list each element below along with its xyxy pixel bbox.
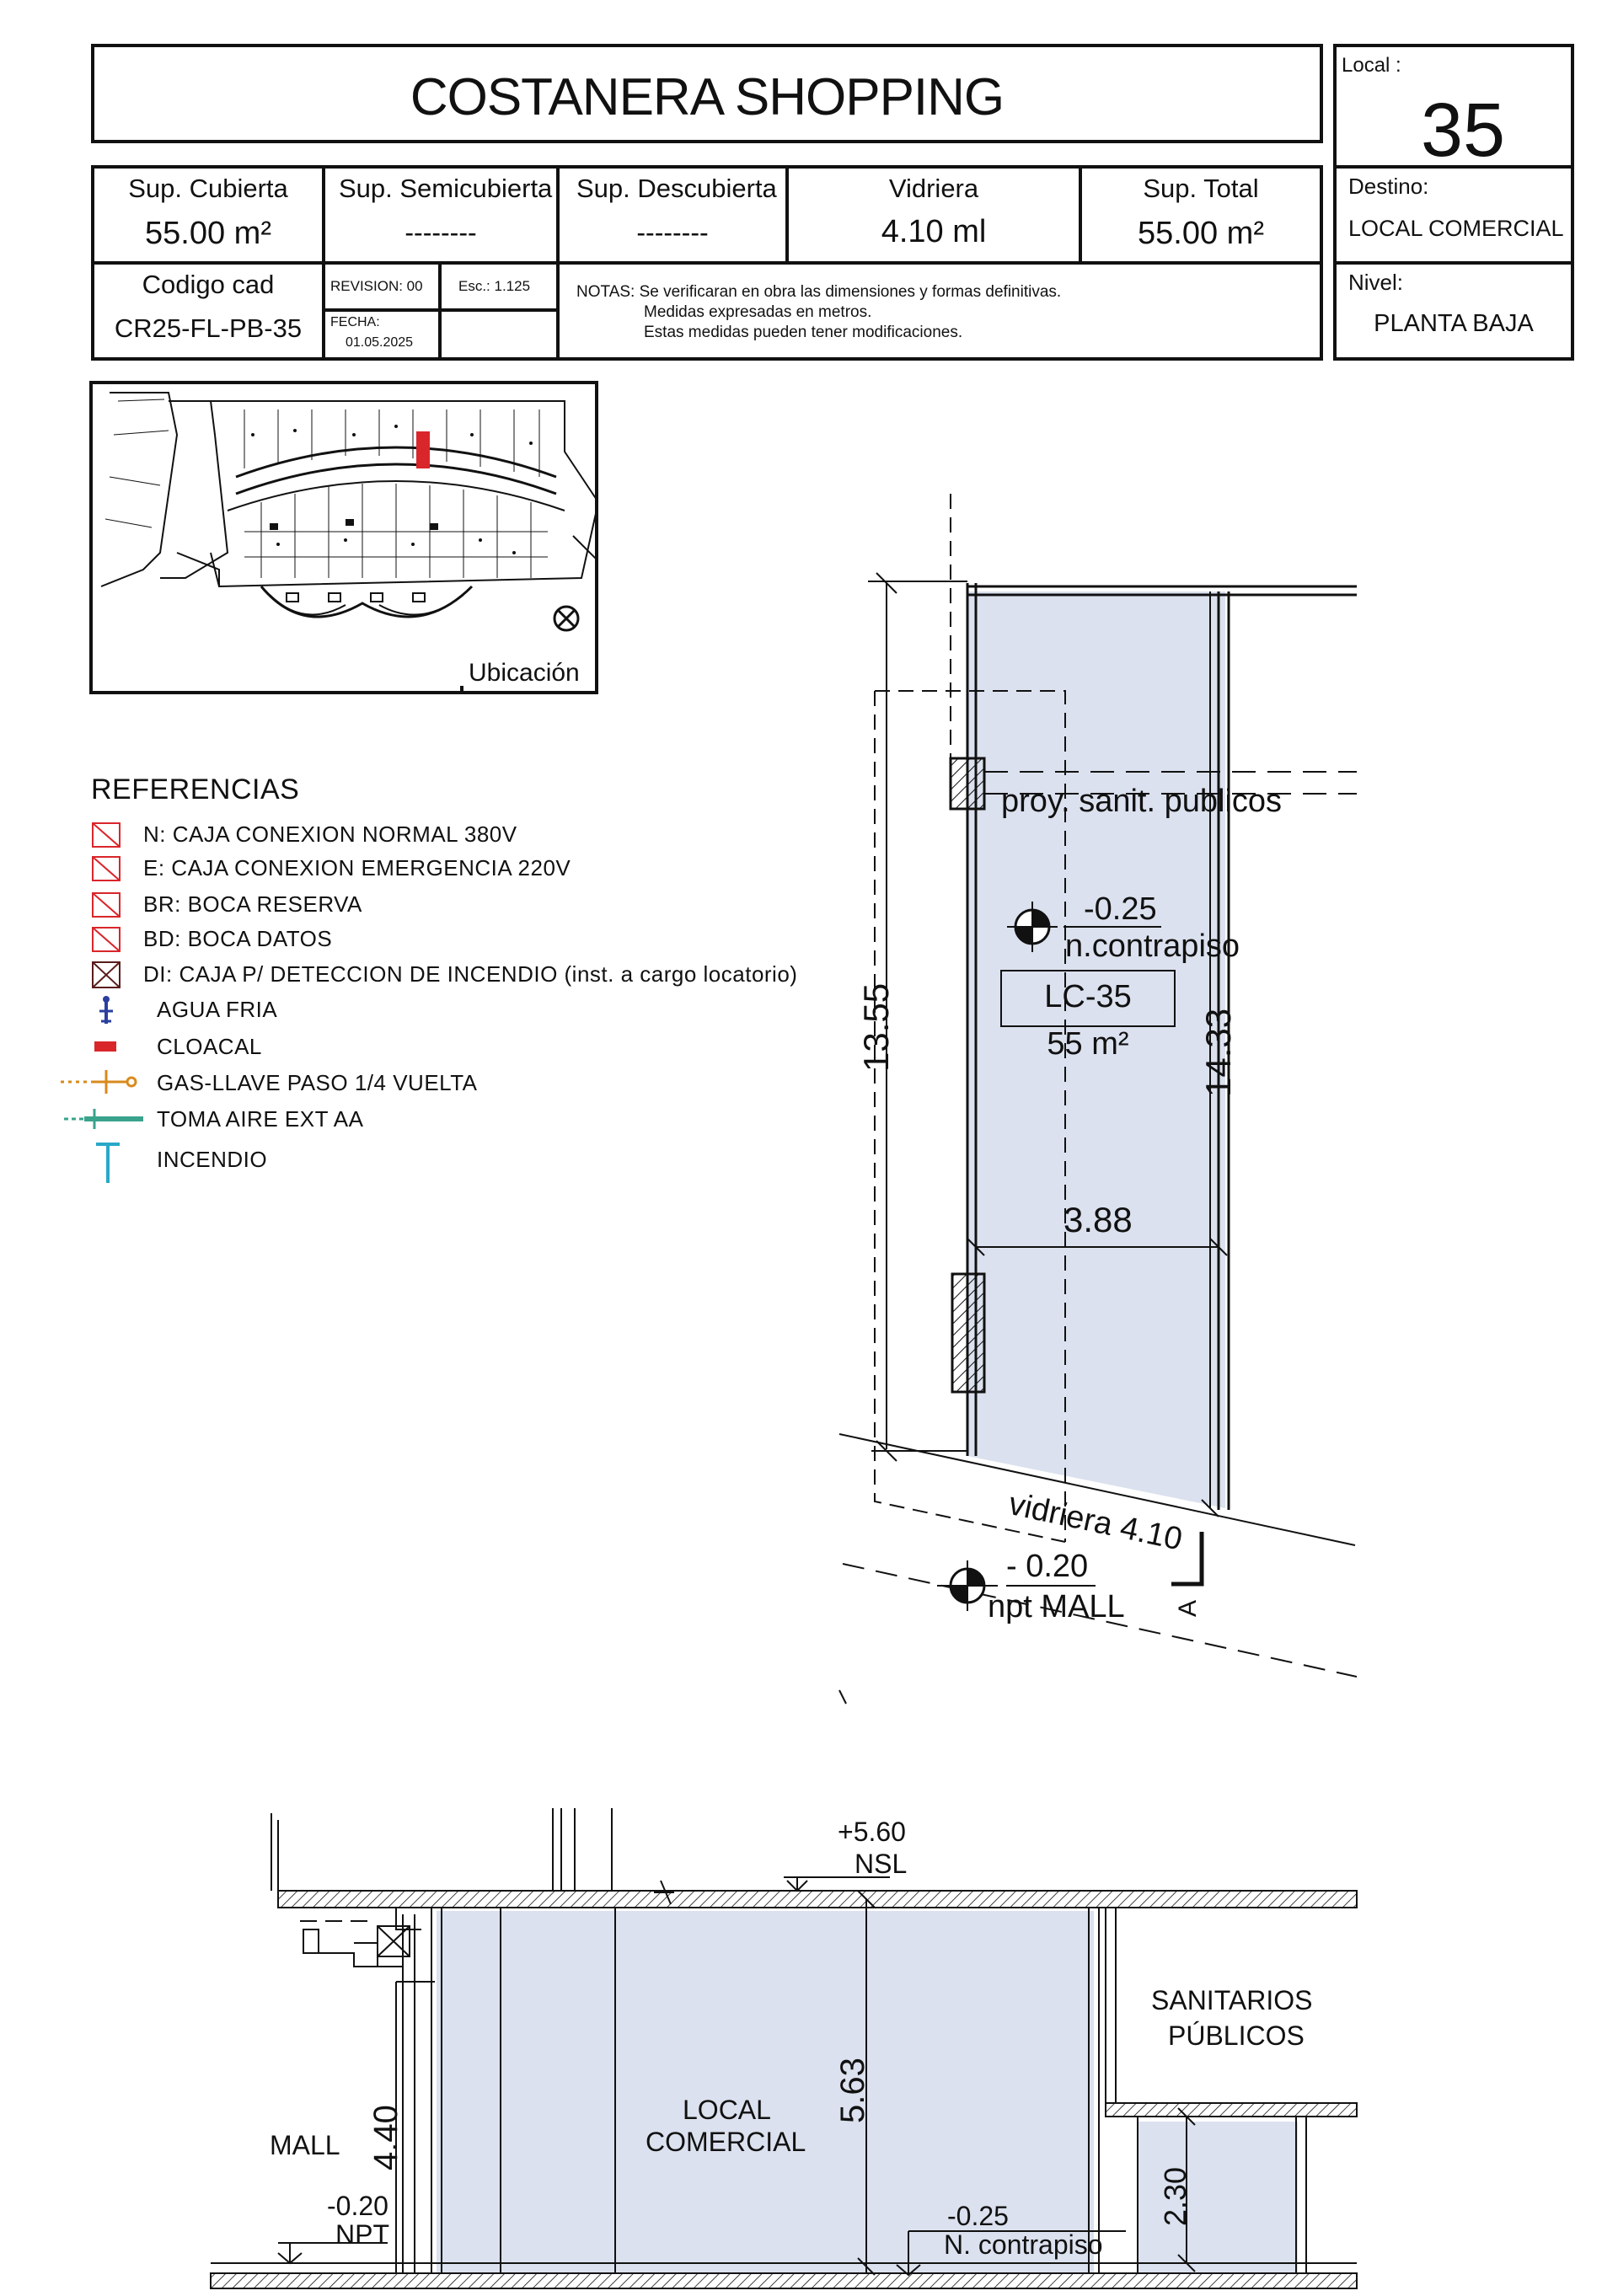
legend-item: AGUA FRIA [157, 996, 278, 1022]
level-symbol-icon [1007, 902, 1161, 952]
level-symbol-icon [937, 1560, 1096, 1611]
proy-sanit-label: proy. sanit. publicos [1001, 784, 1283, 819]
local-label-2: COMERCIAL [646, 2127, 806, 2157]
mall-label: MALL [270, 2130, 340, 2160]
surface-value: -------- [636, 217, 709, 248]
surface-value: 55.00 m² [145, 216, 271, 251]
dim-width: 3.88 [1063, 1200, 1133, 1239]
location-highlight [416, 431, 430, 468]
nsl-value: +5.60 [838, 1817, 906, 1847]
codigo-box: Codigo cad CR25-FL-PB-35 [91, 261, 325, 361]
dim-sanitarios: 2.30 [1158, 2166, 1192, 2226]
notas-line1: NOTAS: Se verificaran en obra las dimens… [576, 283, 1062, 301]
nivel-box: Nivel: PLANTA BAJA [1333, 261, 1574, 361]
codigo-label: Codigo cad [142, 270, 275, 299]
nivel-value: PLANTA BAJA [1374, 310, 1534, 337]
unit-code: LC-35 [1044, 979, 1132, 1014]
surface-label: Sup. Descubierta [576, 174, 777, 203]
destino-value: LOCAL COMERCIAL [1348, 216, 1564, 241]
surface-semicubierta: Sup. Semicubierta -------- [322, 165, 560, 265]
npt-value: - 0.20 [1006, 1549, 1089, 1584]
npt-marker-icon [277, 2242, 388, 2265]
contrapiso-marker-icon [896, 2230, 1126, 2277]
legend-item: TOMA AIRE EXT AA [157, 1105, 364, 1132]
fecha-value: 01.05.2025 [346, 335, 414, 350]
referencias-title: REFERENCIAS [91, 773, 300, 805]
nsl-label: NSL [855, 1849, 908, 1879]
location-map: Ubicación [89, 381, 598, 694]
legend-item: BR: BOCA RESERVA [143, 891, 362, 917]
local-label: Local : [1342, 54, 1401, 77]
revision: REVISION: 00 [330, 278, 423, 294]
ubicacion-divider [460, 686, 463, 694]
sanitarios-label-2: PÚBLICOS [1168, 2020, 1305, 2051]
title-box: COSTANERA SHOPPING [91, 44, 1323, 143]
surface-value: 4.10 ml [881, 214, 987, 249]
contrapiso-label: N. contrapiso [944, 2229, 1103, 2260]
legend-item: GAS-LLAVE PASO 1/4 VUELTA [157, 1069, 478, 1095]
codigo-value: CR25-FL-PB-35 [114, 313, 303, 343]
dim-local: 5.63 [834, 2058, 871, 2123]
column [951, 1272, 986, 1394]
surface-cubierta: Sup. Cubierta 55.00 m² [91, 165, 325, 265]
notas-line2: Medidas expresadas en metros. [644, 303, 872, 321]
page-title: COSTANERA SHOPPING [410, 68, 1005, 126]
local-area [437, 1911, 1094, 2273]
surface-label: Sup. Cubierta [128, 174, 288, 203]
nivel-label: Nivel: [1348, 270, 1404, 295]
legend-item: INCENDIO [157, 1146, 268, 1172]
legend-item: DI: CAJA P/ DETECCION DE INCENDIO (inst.… [143, 961, 798, 987]
npt-label: npt MALL [988, 1589, 1125, 1624]
local-number: 35 [1421, 88, 1506, 173]
unit-area [967, 591, 1225, 1508]
nsl-marker-icon [784, 1876, 890, 1892]
surface-vidriera: Vidriera 4.10 ml [785, 165, 1082, 265]
legend-item: CLOACAL [157, 1033, 262, 1059]
ubicacion-label: Ubicación [469, 659, 580, 687]
fecha-box: FECHA: 01.05.2025 [322, 308, 442, 361]
notas-line3: Estas medidas pueden tener modificacione… [644, 324, 963, 341]
sanitarios-area [1138, 2122, 1298, 2273]
level-label: n.contrapiso [1065, 929, 1240, 964]
destino-label: Destino: [1348, 174, 1429, 199]
column [949, 757, 986, 811]
surface-value: -------- [404, 217, 477, 248]
legend-item: BD: BOCA DATOS [143, 925, 333, 951]
sanitarios-label-1: SANITARIOS [1151, 1985, 1313, 2015]
legend-item: E: CAJA CONEXION EMERGENCIA 220V [143, 854, 571, 880]
escala-box: Esc.: 1.125 [438, 261, 560, 312]
surface-value: 55.00 m² [1138, 216, 1264, 251]
unit-label-box [1000, 970, 1176, 1027]
location-map-drawing [100, 392, 595, 632]
local-label-1: LOCAL [683, 2095, 771, 2125]
surface-label: Sup. Total [1143, 174, 1259, 203]
npt-section-value: -0.20 [327, 2191, 388, 2221]
escala: Esc.: 1.125 [458, 278, 531, 294]
fecha-label: FECHA: [330, 315, 380, 329]
dim-mall: 4.40 [367, 2105, 404, 2170]
surface-descubierta: Sup. Descubierta -------- [556, 165, 789, 265]
legend-item: N: CAJA CONEXION NORMAL 380V [143, 821, 517, 847]
surface-label: Sup. Semicubierta [339, 174, 553, 203]
level-value: -0.25 [1084, 891, 1157, 927]
notas-box: NOTAS: Se verificaran en obra las dimens… [556, 261, 1323, 361]
unit-area: 55 m² [1047, 1026, 1129, 1062]
surface-label: Vidriera [888, 174, 979, 203]
contrapiso-value: -0.25 [947, 2201, 1009, 2231]
npt-section-label: NPT [335, 2219, 389, 2250]
north-arrow-icon [553, 605, 580, 632]
